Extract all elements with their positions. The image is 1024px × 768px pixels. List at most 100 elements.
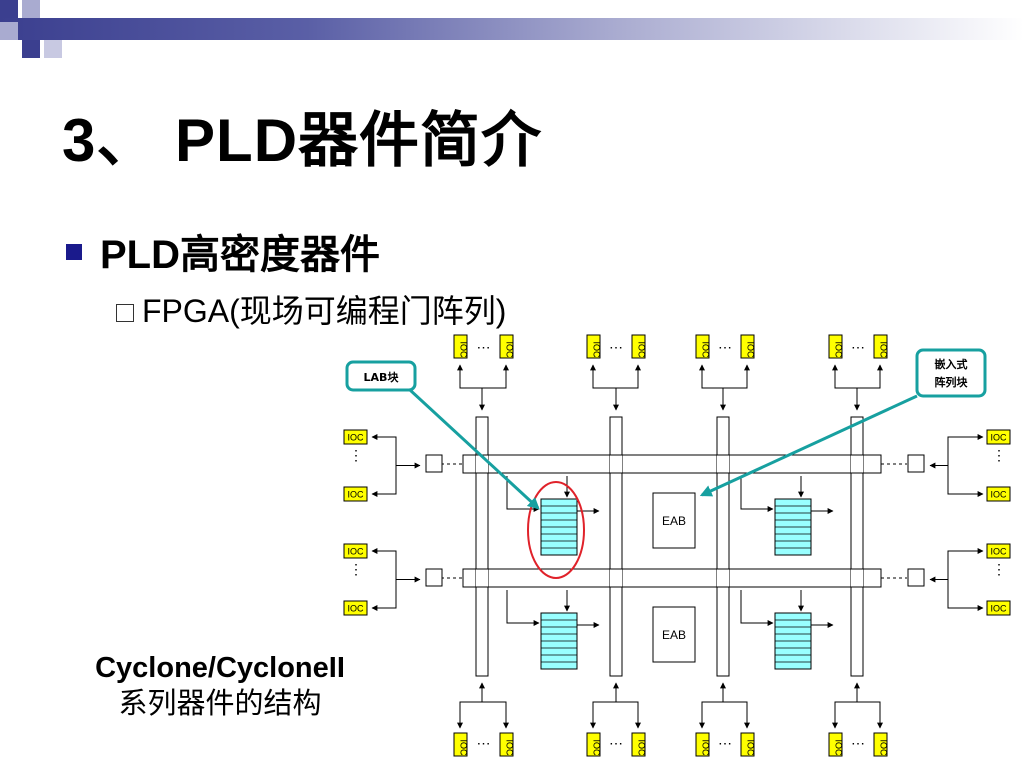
channel-crossing xyxy=(717,455,729,473)
channel-crossing xyxy=(476,569,488,587)
ellipsis: ⋯ xyxy=(851,735,865,751)
ioc-box-bottom xyxy=(586,732,601,757)
lab-input-wire xyxy=(506,590,540,626)
ioc-bus xyxy=(834,701,881,711)
lab-block xyxy=(774,498,812,556)
ioc-label: IOC xyxy=(746,341,756,358)
callout-lab-arrow xyxy=(408,388,540,510)
bullet-level2-text: FPGA(现场可编程门阵列) xyxy=(142,293,507,329)
callout-embedded-arrow xyxy=(699,394,918,497)
ioc-label: IOC xyxy=(459,341,469,358)
ioc-box-right xyxy=(986,543,1011,559)
ellipsis: ⋯ xyxy=(477,735,491,751)
ioc-bus xyxy=(384,436,397,495)
ioc-label: IOC xyxy=(990,604,1007,614)
ioc-box-top xyxy=(828,334,843,359)
hollow-square-icon xyxy=(116,304,134,322)
ioc-label: IOC xyxy=(701,341,711,358)
ioc-box-top xyxy=(453,334,468,359)
header-band xyxy=(0,18,1024,40)
lab-block xyxy=(540,498,578,556)
ioc-bus xyxy=(592,376,639,389)
ioc-box-bottom xyxy=(499,732,514,757)
lab-block xyxy=(540,612,578,670)
diagram-structure xyxy=(343,334,1011,757)
ioc-label: IOC xyxy=(879,739,889,756)
io-port-box xyxy=(907,454,925,473)
ioc-box-right xyxy=(986,486,1011,502)
callout-embedded-text-1: 嵌入式 xyxy=(935,357,968,371)
lab-input-wire xyxy=(740,476,774,512)
channel-crossing xyxy=(610,569,622,587)
ioc-box-left xyxy=(343,543,368,559)
ioc-bus xyxy=(947,436,958,495)
bullet-square-icon xyxy=(66,244,82,260)
callout-embedded-text-2: 阵列块 xyxy=(935,375,969,389)
eab-label: EAB xyxy=(662,628,686,642)
ioc-box-top xyxy=(499,334,514,359)
ellipsis: ⋯ xyxy=(851,339,865,355)
channel-crossing xyxy=(610,455,622,473)
vertical-channel-3 xyxy=(716,416,730,677)
bullet-level2: FPGA(现场可编程门阵列) xyxy=(116,286,506,332)
ioc-label: IOC xyxy=(834,739,844,756)
channel-crossing xyxy=(851,455,863,473)
ellipsis: ⋯ xyxy=(609,339,623,355)
slide-title: 3、 PLD器件简介 xyxy=(62,107,543,174)
ioc-label: IOC xyxy=(347,433,364,443)
vertical-channel-2 xyxy=(609,416,623,677)
ioc-bus xyxy=(459,376,507,389)
ioc-box-right xyxy=(986,600,1011,616)
ioc-label: IOC xyxy=(990,433,1007,443)
ioc-label: IOC xyxy=(637,739,647,756)
header-square-5 xyxy=(44,40,62,58)
ioc-label: IOC xyxy=(990,547,1007,557)
bullet-level1: PLD高密度器件 xyxy=(66,222,380,280)
ioc-box-top xyxy=(695,334,710,359)
ioc-bus xyxy=(459,701,507,711)
ioc-label: IOC xyxy=(347,547,364,557)
vertical-ellipsis: ⋮ xyxy=(349,561,363,577)
ioc-label: IOC xyxy=(347,604,364,614)
vertical-ellipsis: ⋮ xyxy=(992,447,1006,463)
lab-block xyxy=(774,612,812,670)
ioc-label: IOC xyxy=(834,341,844,358)
vertical-channel-1 xyxy=(475,416,489,677)
ioc-label: IOC xyxy=(990,490,1007,500)
io-port-box xyxy=(425,454,443,473)
ioc-label: IOC xyxy=(592,739,602,756)
ioc-box-left xyxy=(343,486,368,502)
ioc-box-top xyxy=(586,334,601,359)
diagram-caption: Cyclone/CycloneII 系列器件的结构 xyxy=(60,650,380,722)
ioc-label: IOC xyxy=(592,341,602,358)
ioc-label: IOC xyxy=(347,490,364,500)
ioc-box-bottom xyxy=(695,732,710,757)
ellipsis: ⋯ xyxy=(477,339,491,355)
ioc-label: IOC xyxy=(505,739,515,756)
eab-block xyxy=(652,492,696,549)
horizontal-channel-bottom xyxy=(462,568,882,588)
io-port-box xyxy=(425,568,443,587)
horizontal-channel-top xyxy=(462,454,882,474)
ioc-label: IOC xyxy=(746,739,756,756)
highlight-ellipse xyxy=(527,481,585,579)
lab-input-wire xyxy=(740,590,774,626)
bullet-level1-text: PLD高密度器件 xyxy=(100,233,380,277)
ellipsis: ⋯ xyxy=(718,339,732,355)
ioc-bus xyxy=(701,701,748,711)
ioc-box-left xyxy=(343,429,368,445)
callout-embedded-box xyxy=(915,348,987,398)
header-square-4 xyxy=(22,40,40,58)
ellipsis: ⋯ xyxy=(609,735,623,751)
ioc-bus xyxy=(947,550,958,609)
ioc-label: IOC xyxy=(879,341,889,358)
ioc-box-bottom xyxy=(631,732,646,757)
ioc-label: IOC xyxy=(701,739,711,756)
ioc-box-bottom xyxy=(873,732,888,757)
header-square-1 xyxy=(0,0,18,18)
ioc-box-left xyxy=(343,600,368,616)
ioc-label: IOC xyxy=(459,739,469,756)
header-square-3 xyxy=(0,22,18,40)
